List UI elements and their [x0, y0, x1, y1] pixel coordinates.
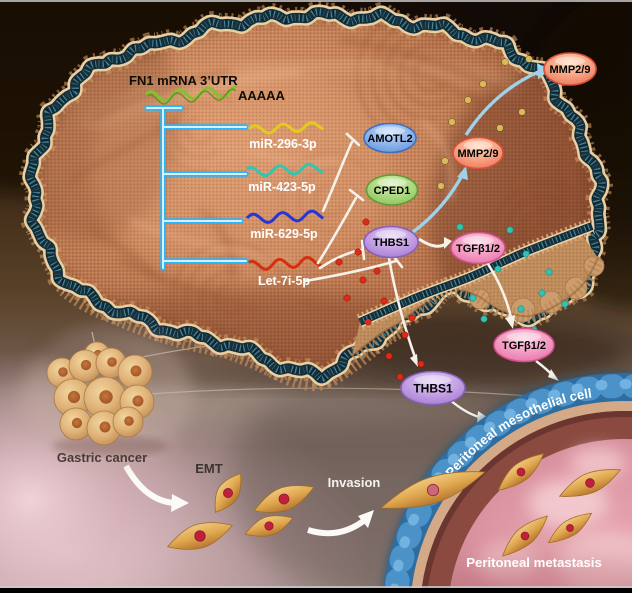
svg-text:AMOTL2: AMOTL2 [367, 133, 412, 145]
svg-text:Let-7i-5p: Let-7i-5p [258, 274, 310, 288]
svg-text:TGFβ1/2: TGFβ1/2 [502, 340, 546, 352]
svg-text:MMP2/9: MMP2/9 [550, 64, 591, 76]
svg-text:FN1 mRNA 3’UTR: FN1 mRNA 3’UTR [129, 73, 238, 88]
svg-text:MMP2/9: MMP2/9 [458, 148, 499, 160]
svg-text:Gastric cancer: Gastric cancer [57, 450, 147, 465]
svg-text:miR-296-3p: miR-296-3p [249, 137, 317, 151]
svg-text:TGFβ1/2: TGFβ1/2 [456, 243, 500, 255]
svg-text:THBS1: THBS1 [413, 381, 453, 395]
svg-text:EMT: EMT [195, 461, 223, 476]
svg-text:Peritoneal metastasis: Peritoneal metastasis [466, 555, 602, 570]
svg-text:Invasion: Invasion [328, 475, 381, 490]
svg-text:miR-629-5p: miR-629-5p [250, 227, 318, 241]
svg-text:CPED1: CPED1 [374, 185, 411, 197]
svg-text:THBS1: THBS1 [373, 237, 409, 249]
svg-text:miR-423-5p: miR-423-5p [248, 180, 316, 194]
svg-text:AAAAA: AAAAA [238, 88, 286, 103]
